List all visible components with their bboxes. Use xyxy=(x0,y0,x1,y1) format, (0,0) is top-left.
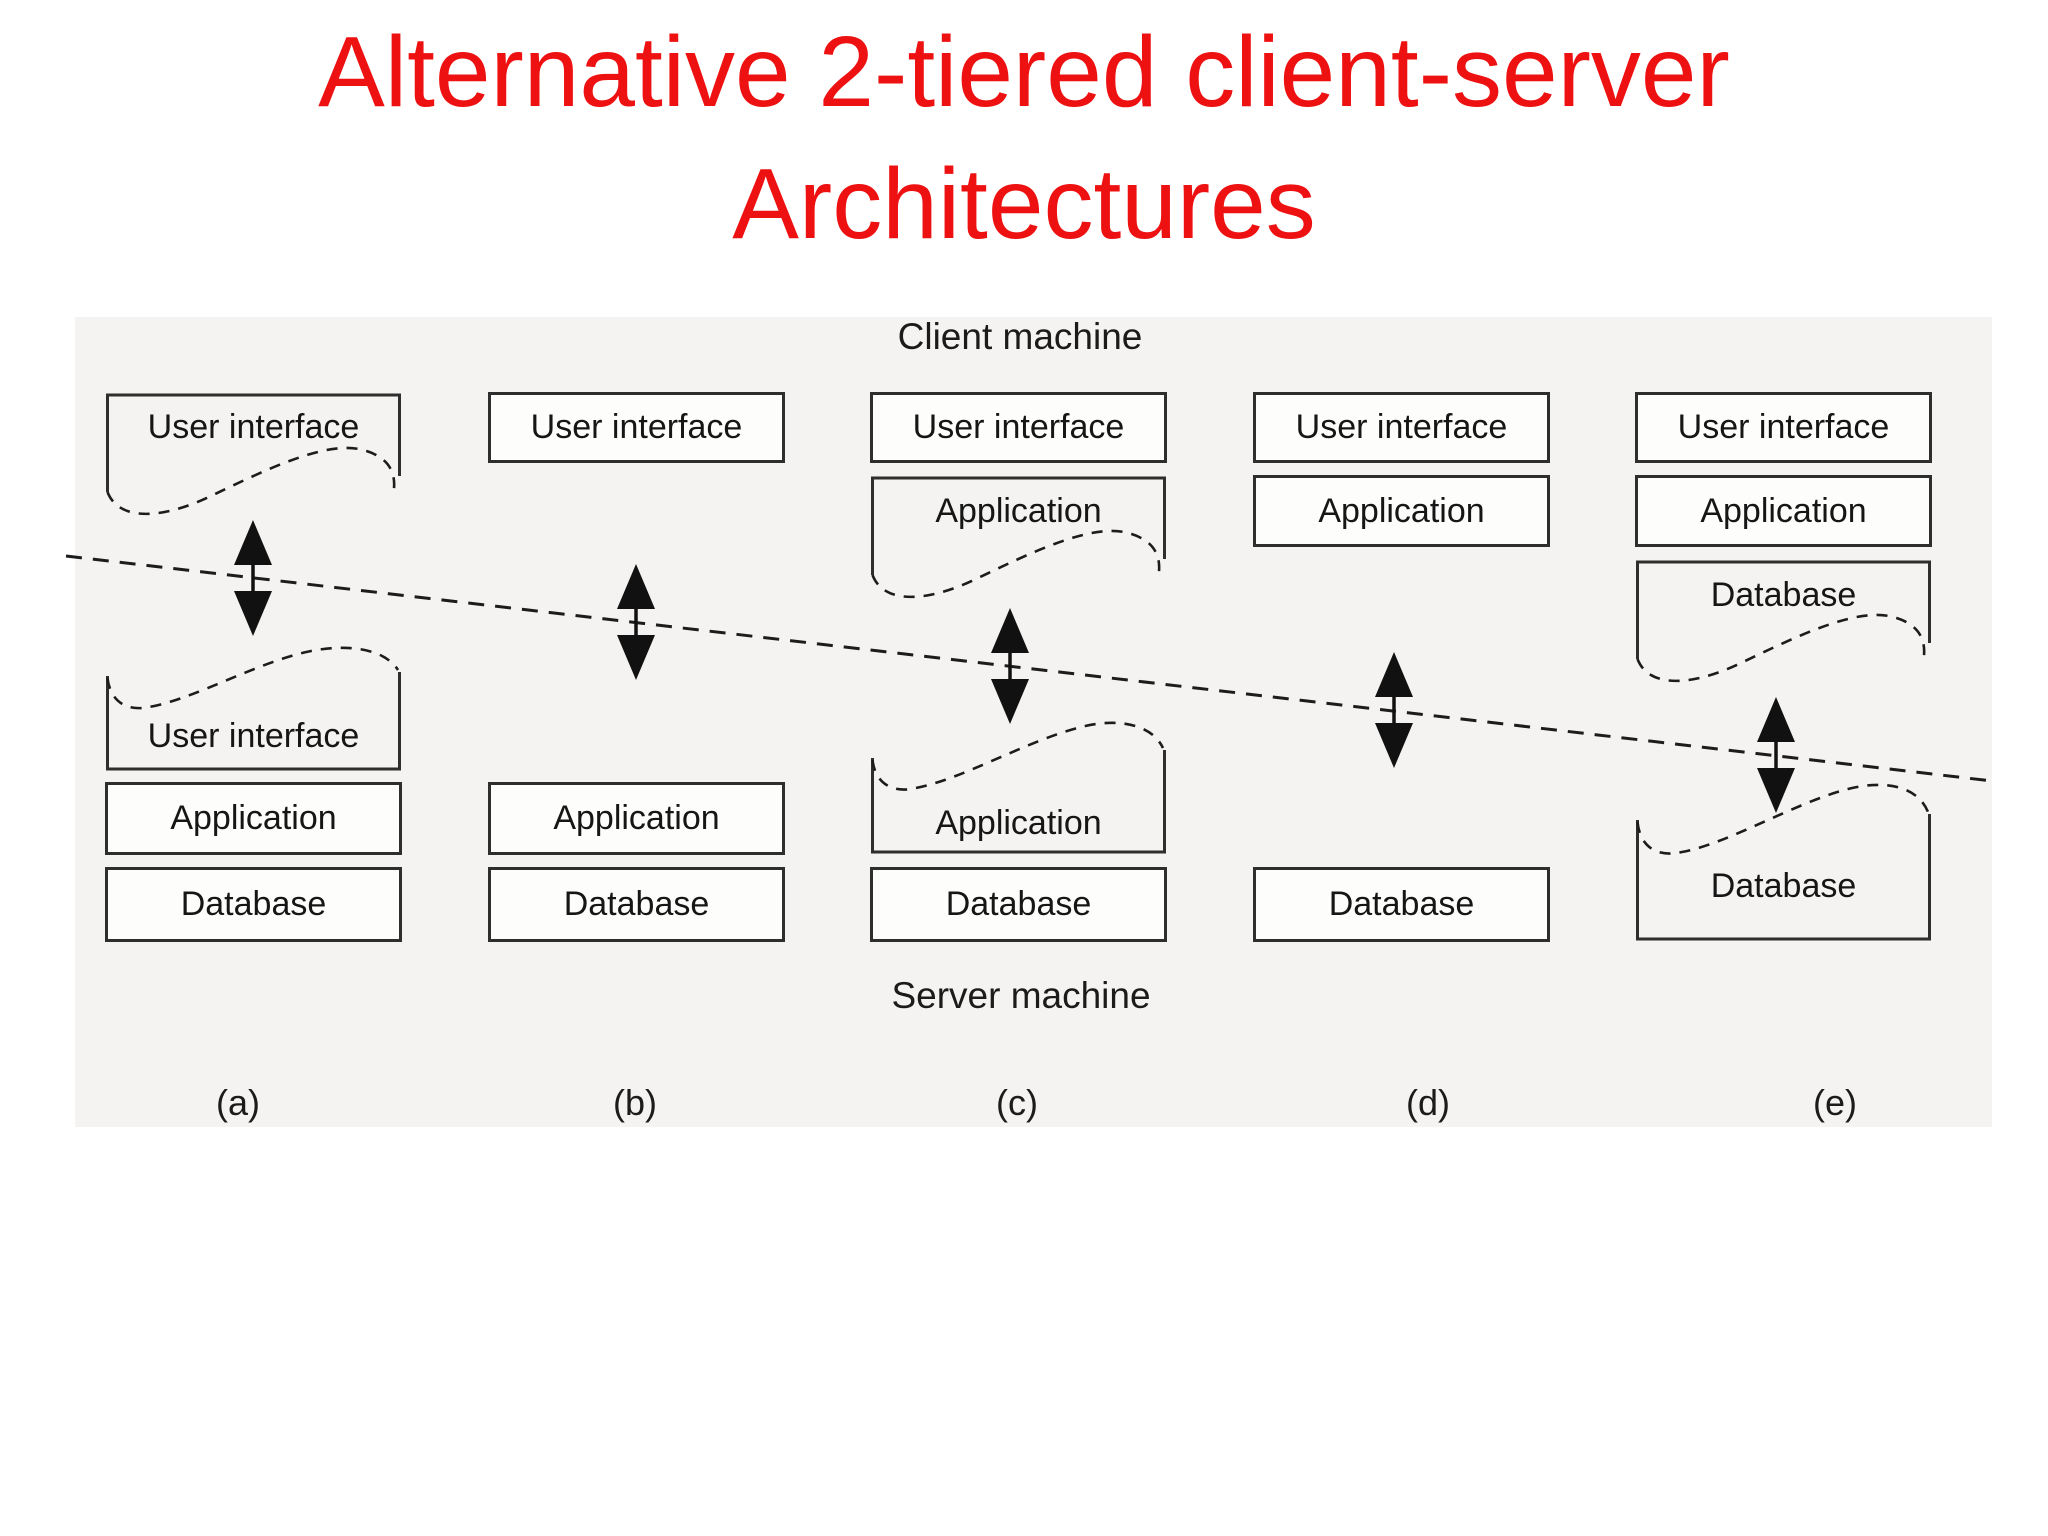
box-database: Database xyxy=(1710,575,1857,614)
box-user-interface: User interface xyxy=(870,392,1167,463)
torn-box-database xyxy=(1636,560,1931,683)
torn-edge-wave xyxy=(871,721,1165,791)
slide-title-line1: Alternative 2-tiered client-server xyxy=(318,16,1730,128)
server-machine-label: Server machine xyxy=(891,975,1151,1016)
double-arrow-icon xyxy=(991,608,1029,724)
box-user-interface: User interface xyxy=(488,392,785,463)
box-application: Application xyxy=(935,803,1102,842)
box-user-interface: User interface xyxy=(1253,392,1550,463)
column-tag-b: (b) xyxy=(613,1082,657,1123)
box-application: Application xyxy=(105,782,402,855)
box-user-interface: User interface xyxy=(147,716,360,755)
torn-edge-wave xyxy=(1636,613,1926,683)
torn-box-user-interface xyxy=(106,393,401,516)
box-database: Database xyxy=(105,867,402,942)
torn-edge-wave xyxy=(1636,783,1930,855)
double-arrow-icon xyxy=(234,520,272,636)
box-database: Database xyxy=(870,867,1167,942)
box-database: Database xyxy=(488,867,785,942)
box-application: Application xyxy=(1253,475,1550,547)
torn-box-database xyxy=(1636,783,1931,941)
box-application: Application xyxy=(488,782,785,855)
column-tag-a: (a) xyxy=(216,1082,260,1123)
slide-title: Alternative 2-tiered client-server Archi… xyxy=(0,6,2048,270)
torn-box-application xyxy=(871,721,1166,854)
box-database: Database xyxy=(1710,866,1857,905)
box-application: Application xyxy=(1635,475,1932,547)
double-arrow-icon xyxy=(1375,652,1413,768)
torn-box-application xyxy=(871,476,1166,599)
torn-edge-wave xyxy=(871,529,1161,599)
double-arrow-icon xyxy=(1757,697,1795,813)
slide-title-line2: Architectures xyxy=(732,148,1316,260)
box-application: Application xyxy=(935,491,1102,530)
column-tag-c: (c) xyxy=(996,1082,1038,1123)
double-arrow-icon xyxy=(617,564,655,680)
column-tag-d: (d) xyxy=(1406,1082,1450,1123)
box-user-interface: User interface xyxy=(1635,392,1932,463)
torn-edge-wave xyxy=(106,646,400,710)
box-user-interface: User interface xyxy=(147,408,360,446)
torn-box-user-interface xyxy=(106,646,401,771)
client-machine-label: Client machine xyxy=(897,316,1143,357)
column-tag-e: (e) xyxy=(1813,1082,1857,1123)
torn-edge-wave xyxy=(106,446,396,516)
box-database: Database xyxy=(1253,867,1550,942)
